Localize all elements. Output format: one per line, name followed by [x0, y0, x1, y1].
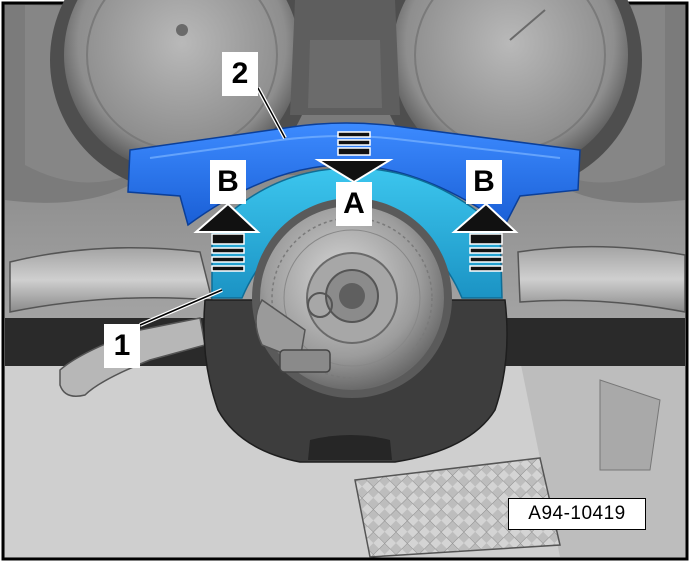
- arrow-up-icon: [193, 202, 261, 272]
- clock-spring-connector: [279, 349, 331, 373]
- leader-line-2: [257, 87, 286, 139]
- callout-label-2: 2: [222, 52, 258, 96]
- right-stalk: [517, 245, 686, 313]
- arrow-label-b-right: B: [466, 160, 502, 204]
- accelerator-pedal: [354, 457, 561, 558]
- arrow-down-icon: [314, 131, 394, 184]
- arrow-label-a: A: [336, 182, 372, 226]
- callout-label-1: 1: [104, 324, 140, 368]
- pedal-bracket: [599, 379, 661, 471]
- figure-reference-id: A94-10419: [508, 498, 646, 530]
- arrow-up-icon: [451, 202, 519, 272]
- leader-line-1: [139, 289, 223, 326]
- arrow-label-b-left: B: [210, 160, 246, 204]
